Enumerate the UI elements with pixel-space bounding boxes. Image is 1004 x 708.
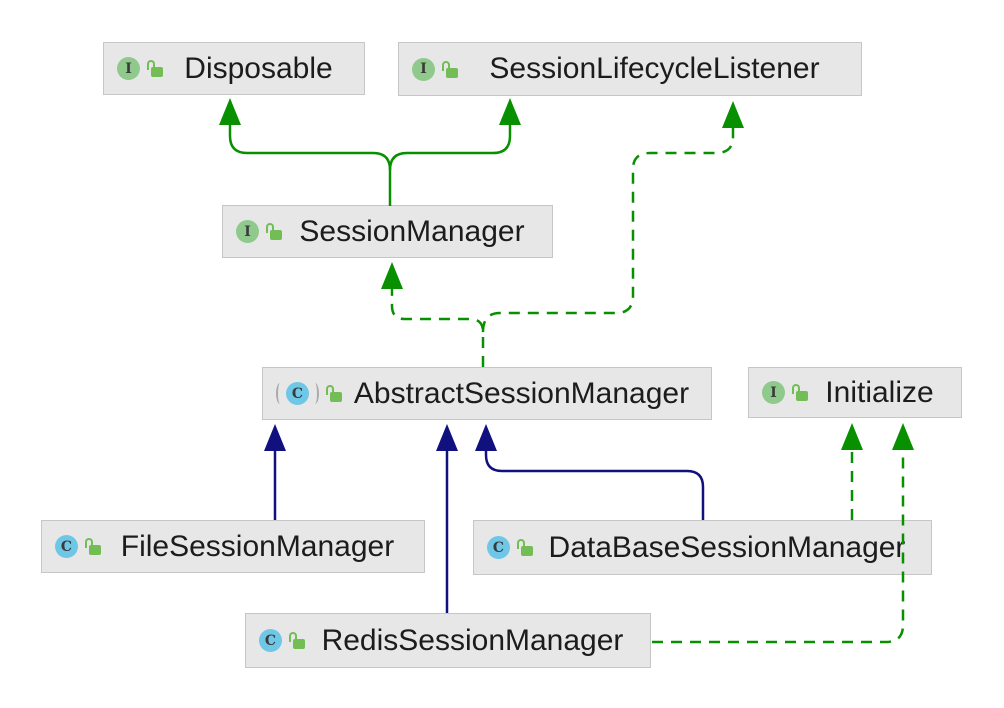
- node-abstract-session-manager[interactable]: C AbstractSessionManager: [262, 367, 712, 420]
- class-icon: C: [259, 629, 282, 652]
- class-icon: C: [487, 536, 510, 559]
- public-lock-icon: [266, 223, 282, 240]
- class-letter: C: [487, 536, 510, 559]
- node-label: AbstractSessionManager: [353, 376, 690, 410]
- node-label: RedisSessionManager: [321, 623, 624, 657]
- class-letter: C: [286, 382, 309, 405]
- edge-sessionmanager-extends-disposable[interactable]: [219, 98, 392, 206]
- interface-icon: I: [412, 57, 435, 81]
- edge-sessionmanager-extends-sessionlifecyclelistener[interactable]: [388, 98, 521, 171]
- abstract-paren-left: [276, 383, 284, 404]
- public-lock-icon: [147, 60, 163, 77]
- node-label: SessionLifecycleListener: [489, 52, 820, 85]
- public-lock-icon: [85, 538, 101, 555]
- class-letter: C: [259, 629, 282, 652]
- public-lock-icon: [517, 539, 533, 556]
- interface-letter: I: [117, 57, 140, 80]
- edge-redissessionmanager-extends-abstractsessionmanager[interactable]: [436, 424, 458, 613]
- interface-letter: I: [236, 220, 259, 243]
- public-lock-icon: [289, 632, 305, 649]
- node-initialize[interactable]: I Initialize: [748, 367, 962, 418]
- node-label: Initialize: [825, 375, 934, 409]
- node-label: Disposable: [184, 51, 333, 85]
- edge-abstractsessionmanager-implements-sessionmanager[interactable]: [381, 262, 485, 367]
- node-database-session-manager[interactable]: C DataBaseSessionManager: [473, 520, 932, 575]
- edge-databasesessionmanager-implements-initialize[interactable]: [841, 423, 863, 520]
- node-redis-session-manager[interactable]: C RedisSessionManager: [245, 613, 651, 668]
- public-lock-icon: [792, 384, 808, 401]
- abstract-class-icon: C: [276, 382, 319, 405]
- abstract-paren-right: [311, 383, 319, 404]
- interface-letter: I: [762, 381, 785, 404]
- public-lock-icon: [442, 60, 458, 78]
- class-icon: C: [55, 535, 78, 558]
- public-lock-icon: [326, 385, 342, 402]
- node-session-manager[interactable]: I SessionManager: [222, 205, 553, 258]
- node-file-session-manager[interactable]: C FileSessionManager: [41, 520, 425, 573]
- interface-icon: I: [236, 220, 259, 243]
- node-disposable[interactable]: I Disposable: [103, 42, 365, 95]
- node-label: FileSessionManager: [120, 529, 395, 563]
- edge-redissessionmanager-implements-initialize[interactable]: [652, 423, 914, 644]
- edge-databasesessionmanager-extends-abstractsessionmanager[interactable]: [475, 424, 705, 520]
- edge-abstractsessionmanager-implements-sessionlifecyclelistener[interactable]: [481, 101, 744, 333]
- node-session-lifecycle-listener[interactable]: I SessionLifecycleListener: [398, 42, 862, 96]
- interface-icon: I: [762, 381, 785, 404]
- node-label: SessionManager: [299, 214, 525, 248]
- edge-filesessionmanager-extends-abstractsessionmanager[interactable]: [264, 424, 286, 520]
- class-letter: C: [55, 535, 78, 558]
- interface-letter: I: [412, 57, 435, 81]
- interface-icon: I: [117, 57, 140, 80]
- node-label: DataBaseSessionManager: [548, 530, 906, 564]
